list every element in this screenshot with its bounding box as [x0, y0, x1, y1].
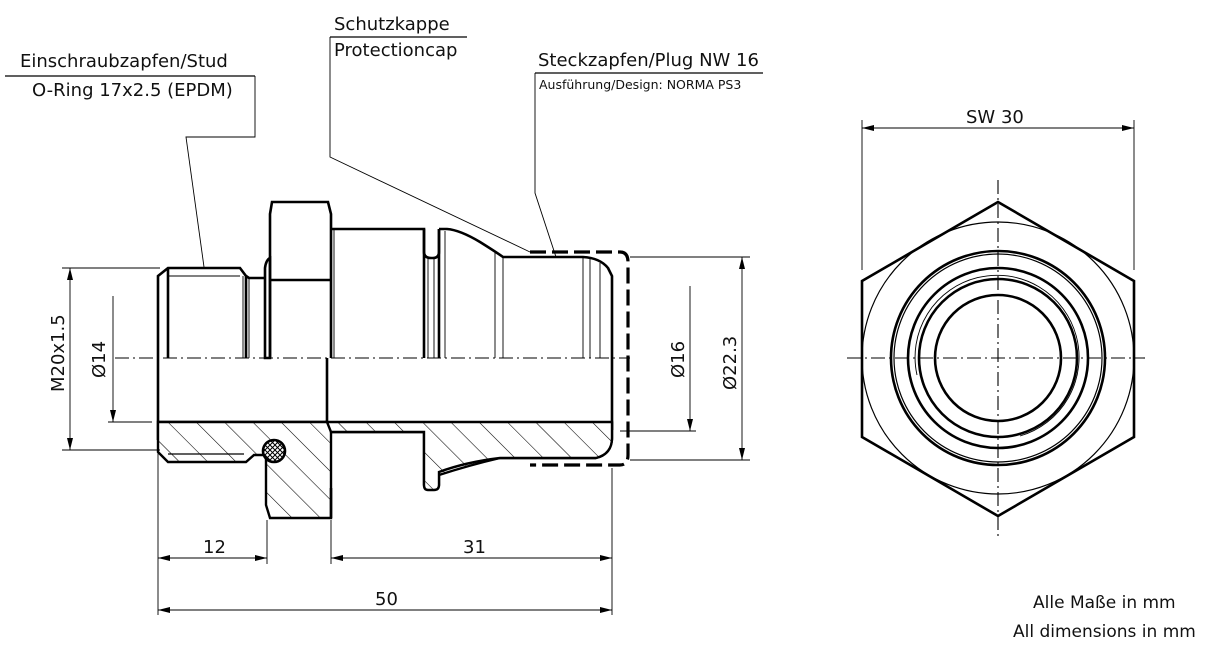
dim-stud-length-label: 12: [203, 537, 226, 558]
dim-wrench-size-label: SW 30: [966, 107, 1024, 128]
cap-label-line1: Schutzkappe: [334, 14, 450, 35]
dim-overall-length-label: 50: [375, 589, 398, 610]
dimension-bore: Ø14: [89, 296, 152, 423]
protection-cap-outline: [530, 250, 630, 467]
oring-label-line2: O-Ring 17x2.5 (EPDM): [32, 80, 233, 101]
dimension-plug-outer: Ø22.3: [630, 256, 750, 461]
side-section-view: [115, 200, 630, 520]
plug-label-line2: Ausführung/Design: NORMA PS3: [539, 77, 741, 92]
dimension-thread: M20x1.5: [48, 267, 160, 451]
units-note-en: All dimensions in mm: [1013, 622, 1196, 642]
dimension-plug-inner: Ø16: [620, 286, 696, 432]
stud-label-line1: Einschraubzapfen/Stud: [20, 51, 228, 72]
label-plug: Steckzapfen/Plug NW 16 Ausführung/Design…: [534, 50, 763, 258]
cap-label-line2: Protectioncap: [334, 40, 457, 61]
dimension-lengths: 12 31 50: [157, 450, 613, 615]
end-view: SW 30: [847, 107, 1145, 538]
label-stud: Einschraubzapfen/Stud O-Ring 17x2.5 (EPD…: [5, 51, 256, 268]
units-note: Alle Maße in mm All dimensions in mm: [1013, 593, 1196, 642]
dim-thread-label: M20x1.5: [48, 314, 69, 392]
plug-label-line1: Steckzapfen/Plug NW 16: [538, 50, 759, 71]
dim-plug-length-label: 31: [463, 537, 486, 558]
label-protection-cap: Schutzkappe Protectioncap: [329, 14, 531, 253]
dim-plug-outer-label: Ø22.3: [720, 336, 741, 390]
dim-bore-label: Ø14: [89, 341, 110, 378]
units-note-de: Alle Maße in mm: [1033, 593, 1176, 613]
o-ring-icon: [261, 438, 287, 464]
dim-plug-inner-label: Ø16: [668, 341, 689, 378]
